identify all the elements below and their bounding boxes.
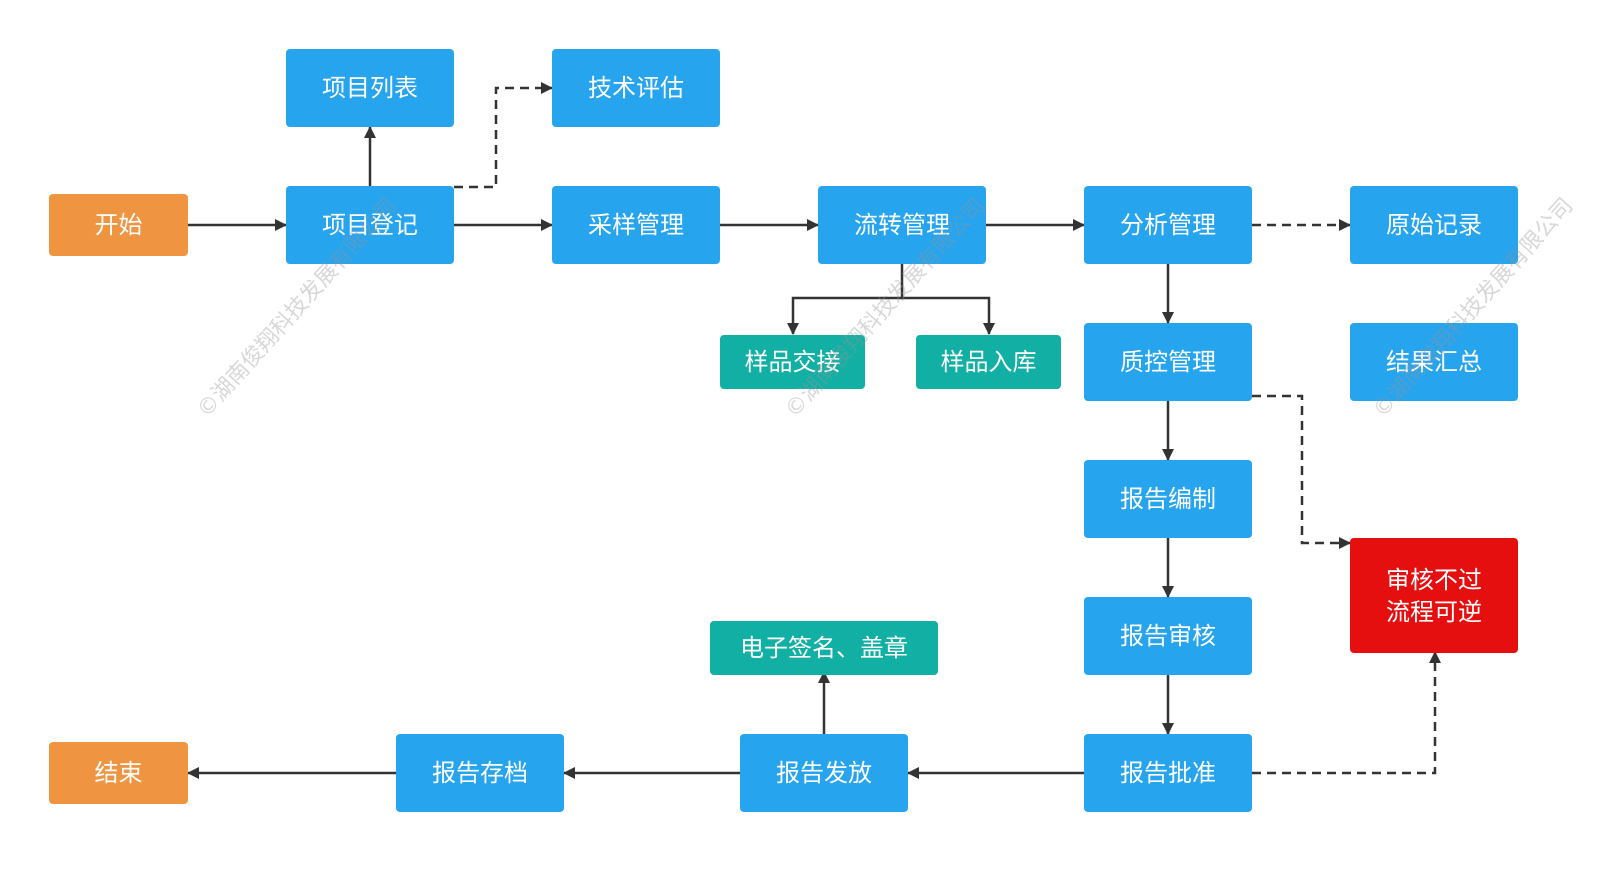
- node-project-list: 项目列表: [286, 49, 454, 127]
- edge-circulation-storage: [902, 296, 995, 335]
- node-circulation-mgmt: 流转管理: [818, 186, 986, 264]
- node-sample-handover: 样品交接: [720, 335, 865, 389]
- edge-approve-fail-dashed: [1252, 651, 1441, 775]
- node-review-fail: 审核不过 流程可逆: [1350, 538, 1518, 653]
- node-qc-mgmt: 质控管理: [1084, 323, 1252, 401]
- node-analysis-mgmt: 分析管理: [1084, 186, 1252, 264]
- node-report-review: 报告审核: [1084, 597, 1252, 675]
- node-project-register: 项目登记: [286, 186, 454, 264]
- node-sample-storage: 样品入库: [916, 335, 1061, 389]
- node-start: 开始: [49, 194, 188, 256]
- node-tech-eval: 技术评估: [552, 49, 720, 127]
- node-report-compile: 报告编制: [1084, 460, 1252, 538]
- edge-circulation-handover: [787, 264, 904, 335]
- node-raw-record: 原始记录: [1350, 186, 1518, 264]
- node-end: 结束: [49, 742, 188, 804]
- node-result-summary: 结果汇总: [1350, 323, 1518, 401]
- node-sampling-mgmt: 采样管理: [552, 186, 720, 264]
- node-report-issue: 报告发放: [740, 734, 908, 812]
- node-report-approve: 报告批准: [1084, 734, 1252, 812]
- edge-register-techeval-dashed: [454, 82, 553, 189]
- node-e-sign: 电子签名、盖章: [710, 621, 938, 675]
- node-report-archive: 报告存档: [396, 734, 564, 812]
- edge-qc-fail-dashed: [1252, 394, 1351, 549]
